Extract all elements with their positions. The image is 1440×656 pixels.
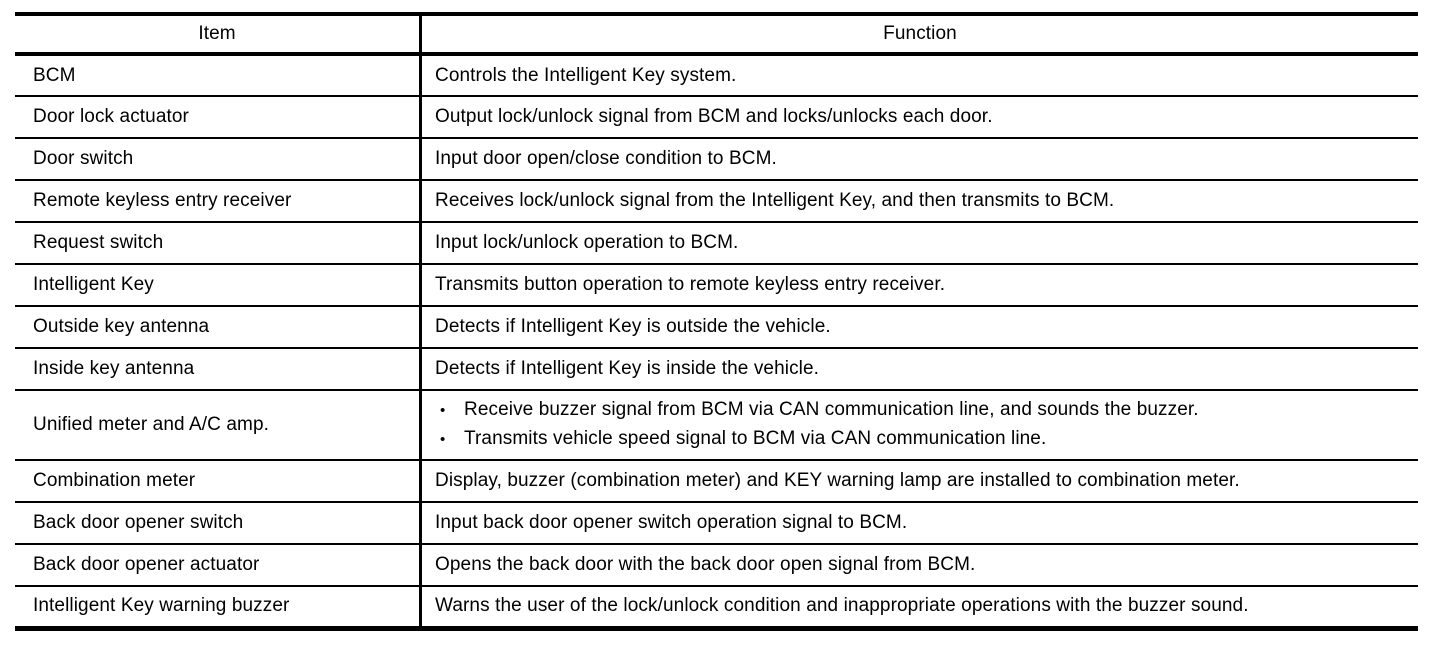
item-cell: Door switch [15,138,422,180]
item-cell: BCM [15,54,422,96]
table-header: Item Function [15,14,1418,54]
bullet-icon: • [440,402,446,419]
item-cell: Inside key antenna [15,348,422,390]
function-bullet-line: • Transmits vehicle speed signal to BCM v… [435,425,1418,454]
table-row: Door lock actuator Output lock/unlock sig… [15,96,1418,138]
item-cell: Door lock actuator [15,96,422,138]
table-row: BCM Controls the Intelligent Key system. [15,54,1418,96]
item-cell: Unified meter and A/C amp. [15,390,422,460]
item-cell: Back door opener actuator [15,544,422,586]
table-body: BCM Controls the Intelligent Key system. D… [15,54,1418,628]
table-row: Combination meter Display, buzzer (combin… [15,460,1418,502]
function-cell: Input lock/unlock operation to BCM. [435,232,739,253]
item-cell: Remote keyless entry receiver [15,180,422,222]
item-cell: Combination meter [15,460,422,502]
table-row: Door switch Input door open/close conditi… [15,138,1418,180]
table-row: Unified meter and A/C amp. • Receive buzze… [15,390,1418,460]
column-header-item: Item [15,14,422,54]
function-cell: Warns the user of the lock/unlock condit… [435,595,1249,617]
function-cell: Transmits button operation to remote key… [435,274,946,295]
function-text: Transmits vehicle speed signal to BCM vi… [464,428,1047,449]
item-cell: Intelligent Key warning buzzer [15,586,422,628]
function-cell: Input door open/close condition to BCM. [435,148,777,169]
function-bullet-line: • Receive buzzer signal from BCM via CAN … [435,396,1418,425]
table-row: Remote keyless entry receiver Receives lo… [15,180,1418,222]
item-cell: Request switch [15,222,422,264]
function-text: Receive buzzer signal from BCM via CAN c… [464,399,1199,420]
function-cell: Detects if Intelligent Key is inside the… [435,358,820,379]
function-cell: Opens the back door with the back door o… [435,554,976,575]
table-row: Back door opener switch Input back door o… [15,502,1418,544]
function-cell: Output lock/unlock signal from BCM and l… [435,106,993,127]
header-row: Item Function [15,14,1418,54]
function-cell: Input back door opener switch operation … [435,512,908,533]
function-cell: • Receive buzzer signal from BCM via CAN … [421,390,1419,460]
table-row: Intelligent Key warning buzzer Warns the … [15,586,1418,628]
item-cell: Intelligent Key [15,264,422,306]
item-cell: Back door opener switch [15,502,422,544]
table-row: Request switch Input lock/unlock operatio… [15,222,1418,264]
table-row: Outside key antenna Detects if Intelligen… [15,306,1418,348]
function-cell: Controls the Intelligent Key system. [435,64,737,86]
item-cell: Outside key antenna [15,306,422,348]
bullet-icon: • [440,431,446,448]
table-row: Inside key antenna Detects if Intelligent… [15,348,1418,390]
table-row: Back door opener actuator Opens the back … [15,544,1418,586]
table-row: Intelligent Key Transmits button operatio… [15,264,1418,306]
item-function-table: Item Function BCM Controls the Intelligen… [15,12,1418,631]
function-cell: Display, buzzer (combination meter) and … [435,470,1240,491]
column-header-function: Function [883,23,957,44]
function-cell: Receives lock/unlock signal from the Int… [435,190,1115,211]
function-cell: Detects if Intelligent Key is outside th… [435,316,831,337]
